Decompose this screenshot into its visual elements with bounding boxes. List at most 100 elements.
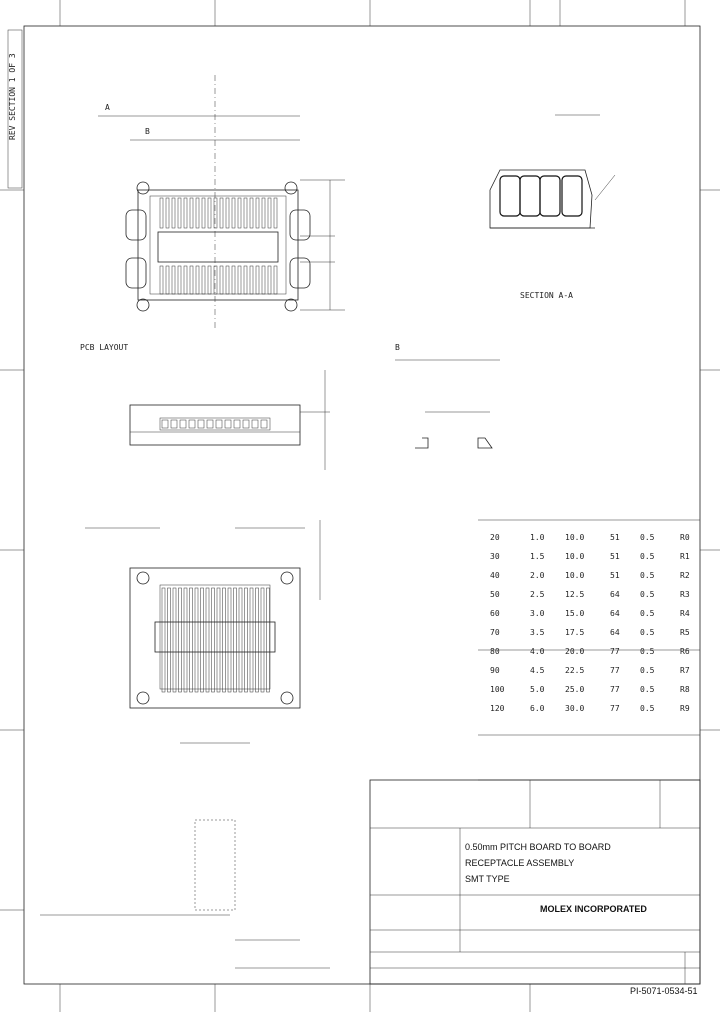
table-cell: 0.5 — [640, 533, 655, 542]
contact-pin — [255, 197, 260, 229]
table-cell: 90 — [490, 666, 500, 675]
table-cell: 22.5 — [565, 666, 584, 675]
contact-pin — [172, 587, 177, 693]
contact-pin — [231, 197, 236, 229]
table-cell: 60 — [490, 609, 500, 618]
contact-pin — [179, 419, 187, 429]
contact-pin — [189, 265, 194, 295]
contact-pin — [201, 197, 206, 229]
contact-pin — [249, 197, 254, 229]
table-cell: 0.5 — [640, 647, 655, 656]
contact-pin — [215, 419, 223, 429]
table-cell: 30.0 — [565, 704, 584, 713]
contact-pin — [159, 197, 164, 229]
contact-pin — [238, 587, 243, 693]
contact-pin — [273, 265, 278, 295]
pcb-layout-note: PCB LAYOUT — [80, 343, 128, 352]
contact-pin — [249, 587, 254, 693]
table-cell: 80 — [490, 647, 500, 656]
table-cell: R4 — [680, 609, 690, 618]
contact-pin — [255, 587, 259, 693]
contact-pin — [267, 197, 272, 229]
side-view — [129, 370, 330, 470]
contact-pin — [260, 587, 265, 693]
contact-pin — [183, 587, 188, 693]
table-cell: 100 — [490, 685, 505, 694]
doc-number: PI-5071-0534-51 — [630, 986, 698, 996]
table-cell: 120 — [490, 704, 505, 713]
contact-pin — [171, 197, 176, 229]
table-cell: R1 — [680, 552, 690, 561]
pcb-footprint-view — [85, 520, 321, 744]
detail-b-view: B — [395, 343, 500, 449]
contact-pin — [161, 419, 169, 429]
table-cell: 2.0 — [530, 571, 545, 580]
contact-pin — [260, 419, 268, 429]
dim-label-b: B — [145, 127, 150, 136]
table-cell: 0.5 — [640, 552, 655, 561]
table-cell: 51 — [610, 533, 620, 542]
table-cell: R8 — [680, 685, 690, 694]
title-block: 0.50mm PITCH BOARD TO BOARD RECEPTACLE A… — [369, 779, 701, 996]
contact-pin — [159, 265, 164, 295]
contact-pin — [219, 197, 224, 229]
contact-pin — [233, 419, 241, 429]
contact-pin — [213, 197, 218, 229]
contact-pin — [242, 419, 250, 429]
table-cell: 20.0 — [565, 647, 584, 656]
table-cell: 40 — [490, 571, 500, 580]
contact-pin — [207, 265, 212, 295]
contact-pin — [237, 197, 242, 229]
table-cell: 0.5 — [640, 704, 655, 713]
contact-pin — [161, 587, 166, 693]
contact-pin — [231, 265, 236, 295]
contact-pin — [205, 587, 210, 693]
contact-pin — [197, 419, 205, 429]
table-cell: 77 — [610, 704, 620, 713]
title-row2: RECEPTACLE ASSEMBLY — [465, 858, 574, 868]
company-name: MOLEX INCORPORATED — [540, 904, 647, 914]
contact-pin — [177, 197, 182, 229]
table-cell: 4.0 — [530, 647, 545, 656]
contact-pin — [178, 587, 182, 693]
table-cell: 4.5 — [530, 666, 545, 675]
table-cell: 0.5 — [640, 590, 655, 599]
table-cell: 64 — [610, 609, 620, 618]
table-cell: 1.5 — [530, 552, 545, 561]
contact-pin — [201, 265, 206, 295]
table-cell: R2 — [680, 571, 690, 580]
contact-pin — [222, 587, 226, 693]
contact-pin — [165, 265, 170, 295]
table-cell: 50 — [490, 590, 500, 599]
table-cell: 0.5 — [640, 685, 655, 694]
table-cell: 77 — [610, 685, 620, 694]
table-cell: 70 — [490, 628, 500, 637]
table-cell: R3 — [680, 590, 690, 599]
table-cell: 0.5 — [640, 628, 655, 637]
table-cell: 0.5 — [640, 666, 655, 675]
contact-pin — [211, 587, 215, 693]
contact-pin — [261, 197, 266, 229]
dim-label-a: A — [105, 103, 110, 112]
title-row1: 0.50mm PITCH BOARD TO BOARD — [465, 842, 611, 852]
contact-pin — [188, 419, 196, 429]
contact-pin — [183, 265, 188, 295]
detail-b-label: B — [395, 343, 400, 352]
top-view-receptacle: A B PCB LAYOUT — [80, 75, 345, 352]
contact-pin — [243, 265, 248, 295]
table-cell: R9 — [680, 704, 690, 713]
table-cell: 64 — [610, 590, 620, 599]
table-cell: 51 — [610, 571, 620, 580]
contact-pin — [273, 197, 278, 229]
table-cell: R5 — [680, 628, 690, 637]
contact-pin — [261, 265, 266, 295]
contact-pin — [266, 587, 270, 693]
contact-pin — [167, 587, 171, 693]
table-cell: 2.5 — [530, 590, 545, 599]
table-cell: R6 — [680, 647, 690, 656]
contact-pin — [200, 587, 204, 693]
contact-pin — [183, 197, 188, 229]
